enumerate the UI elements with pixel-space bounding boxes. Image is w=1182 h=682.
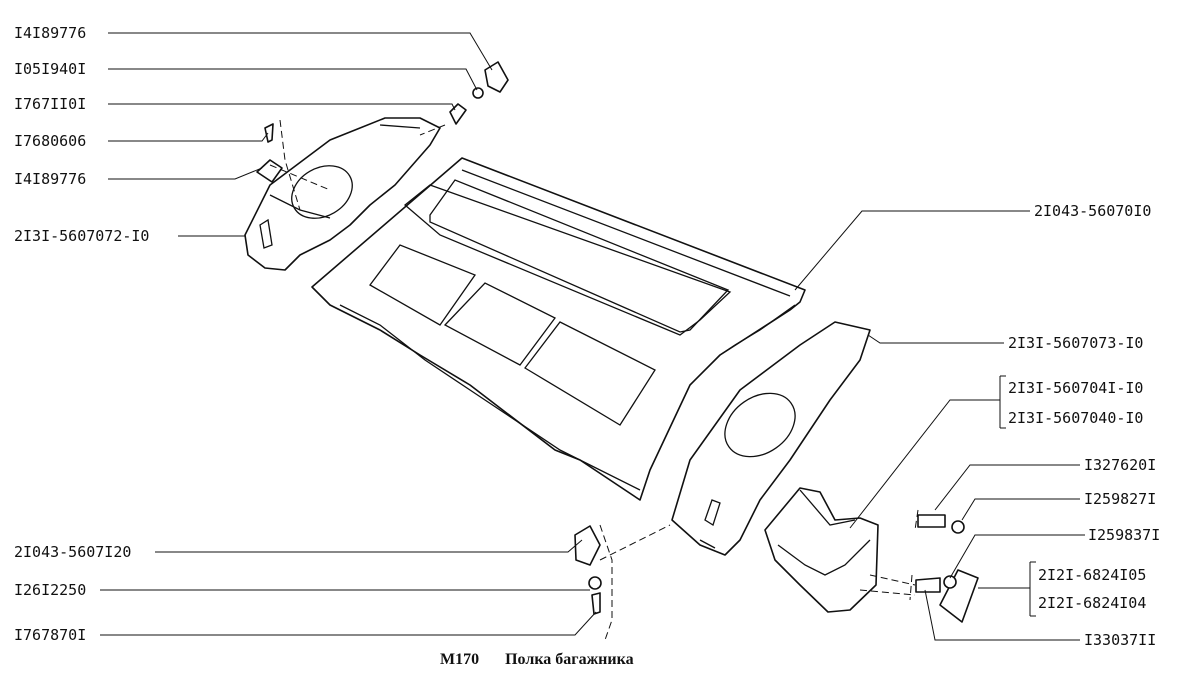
part-label: I26I2250 [14,581,87,599]
bolt-lower [915,577,941,593]
washer-upper-right [951,520,965,534]
part-label: I4I89776 [14,24,87,42]
part-label: I767870I [14,626,87,644]
bolt-upper [917,514,946,528]
part-label: I767II0I [14,95,87,113]
clip-left [256,159,283,183]
part-label: 2I3I-5607040-I0 [1008,409,1144,427]
bracket [764,487,879,613]
part-label: 2I3I-560704I-I0 [1008,379,1144,397]
part-label: 2I043-5607I20 [14,543,132,561]
part-label: I327620I [1084,456,1157,474]
screw-top [449,103,467,125]
diagram-caption: M170 Полка багажника [440,651,634,669]
washer-lower-right [943,575,957,589]
washer-bottom-left [588,576,602,590]
part-label: I05I940I [14,60,87,78]
part-label: I7680606 [14,132,87,150]
part-label: 2I2I-6824I05 [1038,566,1147,584]
part-label: 2I043-56070I0 [1034,202,1152,220]
part-label: I259837I [1088,526,1161,544]
screw-left [264,123,274,143]
part-label: 2I3I-5607072-I0 [14,227,150,245]
screw-bottom-left [591,592,601,615]
part-label: I259827I [1084,490,1157,508]
diagram-code: M170 [440,651,480,668]
part-label: 2I2I-6824I04 [1038,594,1147,612]
clip-top-right [484,61,509,93]
part-label: I33037II [1084,631,1157,649]
right-side-panel [671,321,871,556]
part-label: I4I89776 [14,170,87,188]
part-label: 2I3I-5607073-I0 [1008,334,1144,352]
bumper-stop [574,525,601,566]
main-shelf-panel [311,157,806,501]
washer-top [472,87,484,99]
diagram-title: Полка багажника [505,651,634,668]
